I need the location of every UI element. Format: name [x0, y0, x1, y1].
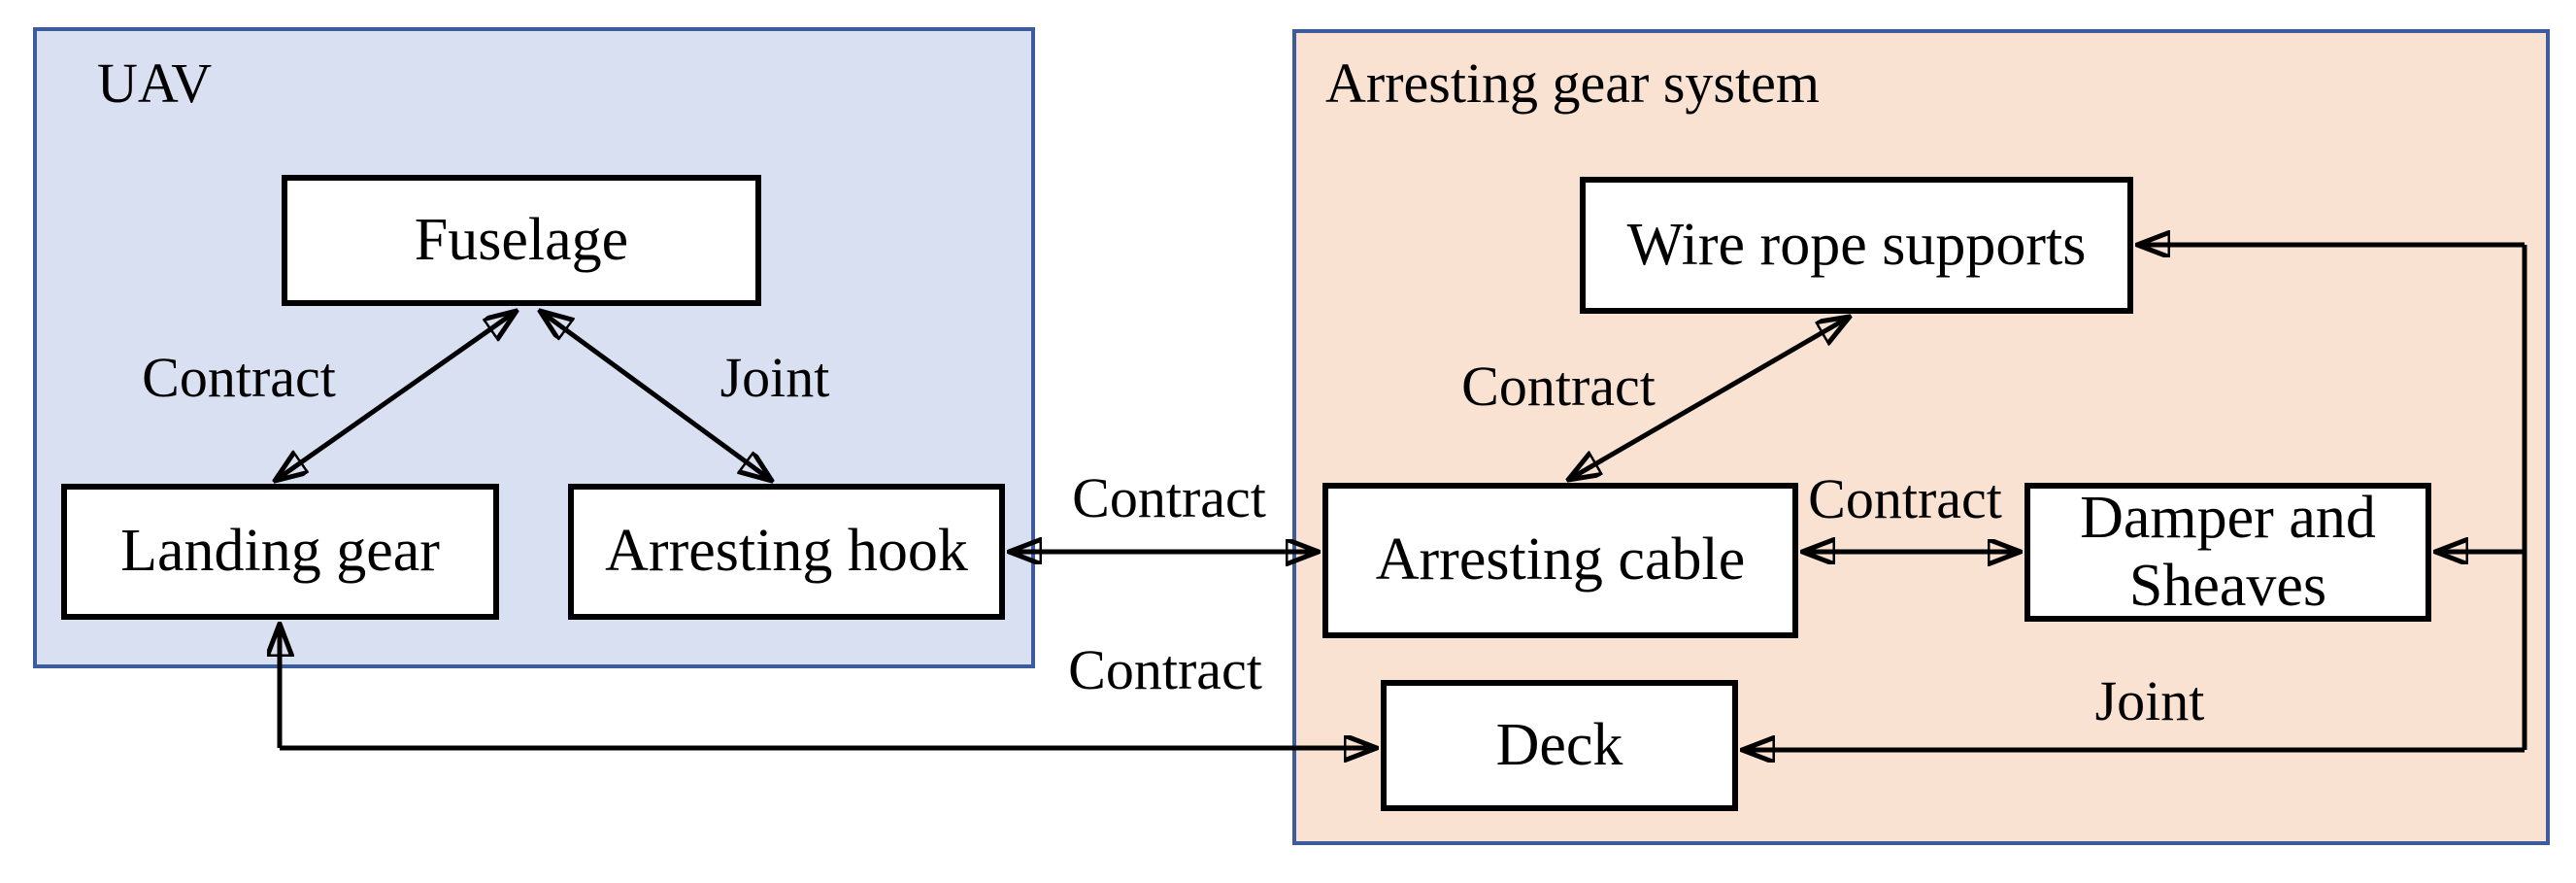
node-wire-rope-supports: Wire rope supports [1580, 177, 2133, 314]
node-landing-gear: Landing gear [61, 484, 499, 620]
arresting-gear-system-group: Arresting gear system [1292, 29, 2550, 845]
node-fuselage-label: Fuselage [414, 206, 629, 273]
node-arresting-hook: Arresting hook [568, 484, 1005, 620]
node-deck: Deck [1381, 680, 1738, 811]
edge-label-contract-wire-cable: Contract [1461, 355, 1656, 418]
edge-label-contract-cable-damper: Contract [1808, 467, 2002, 530]
node-deck-label: Deck [1495, 711, 1623, 778]
node-fuselage: Fuselage [282, 175, 761, 306]
edge-landing-gear-fuselage [275, 311, 517, 481]
node-landing-gear-label: Landing gear [120, 518, 440, 585]
edge-wire-rope-supports-arresting-cable [1568, 317, 1850, 480]
edge-label-contract-landing-gear-fuselage: Contract [142, 346, 336, 409]
arresting-gear-system-group-title: Arresting gear system [1325, 51, 1820, 115]
edge-fuselage-arresting-hook [540, 311, 772, 481]
node-damper-and-sheaves: Damper and Sheaves [2024, 483, 2431, 622]
node-arresting-cable: Arresting cable [1322, 483, 1798, 638]
node-damper-and-sheaves-label: Damper and Sheaves [2080, 485, 2376, 619]
node-wire-rope-supports-label: Wire rope supports [1626, 211, 2087, 278]
node-arresting-cable-label: Arresting cable [1375, 526, 1746, 594]
uav-group-title: UAV [97, 51, 213, 115]
edge-label-joint-branch: Joint [2094, 669, 2205, 732]
edge-label-joint-fuselage-arresting-hook: Joint [719, 346, 830, 409]
edge-label-contract-hook-cable: Contract [1072, 466, 1266, 529]
node-arresting-hook-label: Arresting hook [605, 518, 968, 585]
edge-label-contract-landing-gear-deck: Contract [1068, 638, 1262, 701]
